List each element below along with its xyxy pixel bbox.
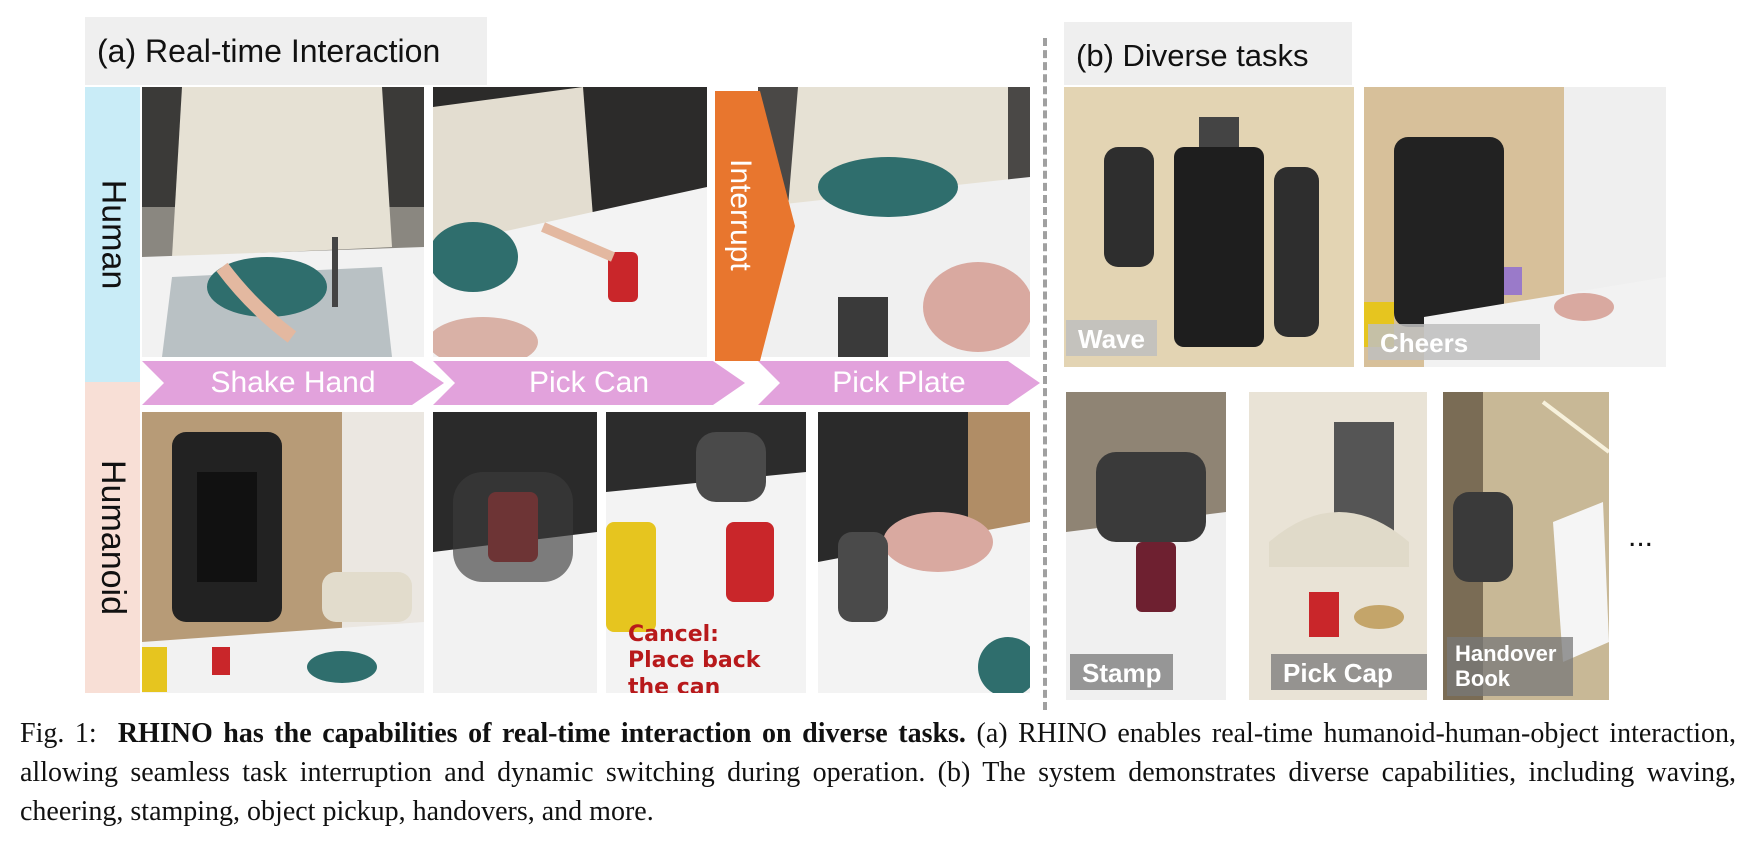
photo-human-pick-plate — [758, 87, 1030, 357]
panel-a-title: (a) Real-time Interaction — [85, 17, 487, 85]
photo-task-cheers: Cheers — [1364, 87, 1666, 367]
task-label-pick-cap: Pick Cap — [1271, 654, 1427, 690]
photo-task-handover-book: Handover Book — [1443, 392, 1609, 700]
task-label-handover-book: Handover Book — [1447, 637, 1573, 696]
more-tasks-ellipsis: ... — [1628, 520, 1654, 553]
caption-label: Fig. 1: — [20, 718, 97, 749]
arrow-pick-plate-label: Pick Plate — [832, 366, 966, 399]
arrow-pick-plate: Pick Plate — [758, 361, 1040, 405]
cancel-note: Cancel: Place back the can — [628, 622, 761, 693]
caption-text: (a) RHINO enables real-time humanoid-hum… — [20, 718, 1737, 827]
row-label-human: Human — [85, 87, 140, 382]
arrow-shake-hand: Shake Hand — [142, 361, 444, 405]
photo-humanoid-pick-can — [433, 412, 597, 693]
task-label-cheers: Cheers — [1368, 324, 1540, 360]
caption-bold: RHINO has the capabilities of real-time … — [117, 718, 966, 749]
panel-b-title: (b) Diverse tasks — [1064, 22, 1352, 85]
panel-b-title-text: (b) Diverse tasks — [1076, 38, 1309, 73]
photo-human-pick-can — [433, 87, 707, 357]
interrupt-label: Interrupt — [724, 159, 757, 271]
arrow-pick-can-label: Pick Can — [528, 366, 650, 399]
task-label-handover-book-text: Handover Book — [1455, 641, 1557, 692]
arrow-shake-hand-label: Shake Hand — [210, 366, 376, 399]
photo-humanoid-cancel: Cancel: Place back the can — [606, 412, 806, 693]
panel-divider — [1043, 38, 1047, 710]
photo-humanoid-shake-hand — [142, 412, 424, 693]
arrow-pick-can: Pick Can — [433, 361, 745, 405]
row-label-humanoid-text: Humanoid — [94, 460, 133, 615]
panel-a-title-text: (a) Real-time Interaction — [97, 33, 441, 69]
row-label-human-text: Human — [94, 179, 133, 290]
figure-caption: Fig. 1: RHINO has the capabilities of re… — [20, 714, 1736, 831]
photo-task-wave: Wave — [1064, 87, 1354, 367]
photo-human-shake-hand — [142, 87, 424, 357]
task-label-stamp: Stamp — [1070, 654, 1174, 690]
row-label-humanoid: Humanoid — [85, 382, 140, 693]
photo-task-pick-cap: Pick Cap — [1249, 392, 1427, 700]
photo-humanoid-pick-plate — [818, 412, 1030, 693]
task-label-wave: Wave — [1066, 320, 1157, 356]
photo-task-stamp: Stamp — [1066, 392, 1226, 700]
